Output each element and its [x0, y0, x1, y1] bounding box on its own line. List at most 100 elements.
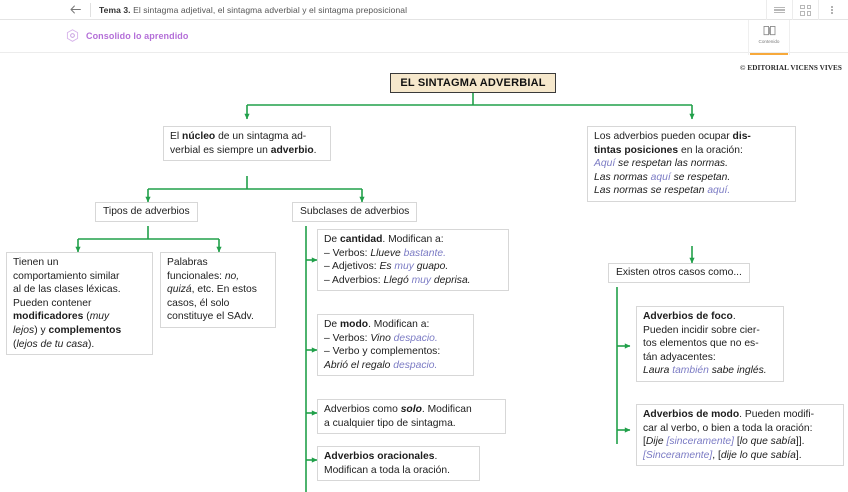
hexagon-target-icon: [66, 29, 79, 42]
highlight-text: despacio.: [393, 332, 438, 344]
plain-text: [: [643, 436, 646, 448]
text-line: Palabras: [167, 256, 269, 270]
text-line: car al verbo, o bien a toda la oración:: [643, 422, 837, 436]
plain-text: Los adverbios pueden ocupar: [594, 131, 733, 142]
text-line: Aquí se respetan las normas.: [594, 157, 789, 171]
page-title-prefix: Tema 3.: [99, 4, 131, 15]
highlight-text: aquí.: [707, 185, 731, 197]
plain-text: – Verbos:: [324, 332, 371, 344]
bold-text: complementos: [48, 324, 122, 336]
text-line: tintas posiciones en la oración:: [594, 144, 789, 158]
bold-text: dis-: [732, 131, 751, 142]
back-arrow-icon[interactable]: [62, 0, 88, 20]
italic-text: muy: [89, 311, 110, 323]
plain-text: El: [170, 131, 183, 142]
tab-contenido[interactable]: Contenido: [748, 20, 790, 55]
plain-text: Palabras: [167, 257, 208, 268]
open-book-icon: [763, 26, 775, 36]
bold-text: cantidad: [340, 234, 383, 245]
plain-text: [: [734, 436, 740, 448]
node-adverbios-de-modo: Adverbios de modo. Pueden modifi-car al …: [636, 404, 844, 467]
plain-text: constituye el SAdv.: [167, 311, 254, 323]
grid-view-icon[interactable]: [792, 0, 818, 20]
text-line: – Verbos: Vino despacio.: [324, 332, 467, 346]
section-title: Consolido lo aprendido: [86, 31, 189, 41]
plain-text: . Modifican a:: [382, 234, 444, 245]
node-subclase-modo: De modo. Modifican a:– Verbos: Vino desp…: [317, 314, 474, 377]
plain-text: comportamiento similar: [13, 270, 120, 282]
text-line: lejos) y complementos: [13, 324, 146, 338]
bold-text: Adverbios oracionales: [324, 451, 435, 462]
plain-text: , etc. En estos: [191, 284, 257, 296]
plain-text: Modifican a toda la oración.: [324, 464, 450, 476]
bold-text: modo: [340, 319, 369, 330]
text-line: (lejos de tu casa).: [13, 338, 146, 352]
plain-text: . Modifican: [421, 404, 472, 415]
plain-text: funcionales:: [167, 270, 225, 282]
italic-text: Vino: [370, 332, 394, 344]
bold-text: tintas posiciones: [594, 144, 679, 156]
text-line: Las normas se respetan aquí.: [594, 184, 789, 198]
italic-text: dije lo que sabía: [720, 449, 796, 461]
bold-text: Adverbios de foco: [643, 311, 733, 322]
text-line: [Dije [sinceramente] [lo que sabía]].: [643, 435, 837, 449]
highlight-text: muy: [411, 274, 432, 286]
italic-text: lejos de tu casa: [16, 338, 88, 350]
plain-text: ).: [88, 338, 95, 350]
text-line: verbial es siempre un adverbio.: [170, 144, 324, 158]
text-line: tán adyacentes:: [643, 351, 777, 365]
node-subclases-de-adverbios: Subclases de adverbios: [292, 202, 418, 222]
plain-text: Pueden contener: [13, 297, 92, 309]
plain-text: a cualquier tipo de sintagma.: [324, 417, 456, 429]
text-line: De cantidad. Modifican a:: [324, 233, 502, 247]
list-view-icon[interactable]: [766, 0, 792, 20]
italic-text: lejos: [13, 324, 35, 336]
highlight-text: Aquí: [594, 158, 616, 170]
node-subclase-oracionales: Adverbios oracionales.Modifican a toda l…: [317, 446, 480, 482]
italic-text: Llegó: [383, 274, 412, 286]
text-line: Adverbios oracionales.: [324, 450, 473, 464]
italic-text: Es: [379, 261, 395, 273]
plain-text: .: [732, 311, 736, 322]
italic-text: Las normas se respetan: [594, 185, 708, 197]
bold-text: Adverbios de modo: [643, 409, 740, 420]
section-label: Consolido lo aprendido: [66, 29, 188, 43]
text-line: [Sinceramente], [dije lo que sabía].: [643, 449, 837, 463]
highlight-text: muy: [394, 261, 414, 273]
plain-text: casos, él solo: [167, 297, 230, 309]
more-options-icon[interactable]: [818, 0, 844, 20]
italic-text: Las normas: [594, 171, 651, 183]
plain-text: Adverbios como: [324, 404, 401, 415]
plain-text: . Modifican a:: [368, 319, 430, 330]
node-nucleo: El núcleo de un sintagma ad-verbial es s…: [163, 126, 331, 162]
node-existen-otros-casos: Existen otros casos como...: [608, 263, 750, 283]
section-bar: Consolido lo aprendido: [0, 20, 848, 53]
plain-text: , [: [712, 449, 721, 461]
plain-text: ].: [795, 449, 802, 461]
node-tipos-de-adverbios: Tipos de adverbios: [95, 202, 198, 222]
highlight-text: aquí: [650, 171, 671, 183]
italic-text: quizá: [167, 284, 192, 296]
plain-text: (: [13, 338, 17, 350]
text-line: funcionales: no,: [167, 270, 269, 284]
plain-text: .: [434, 451, 438, 462]
bold-text: modificadores: [13, 311, 84, 323]
text-line: al de las clases léxicas.: [13, 283, 146, 297]
plain-text: . Pueden modifi-: [739, 409, 815, 420]
plain-text: en la oración:: [678, 144, 743, 156]
text-line: Los adverbios pueden ocupar dis-: [594, 130, 789, 144]
text-line: a cualquier tipo de sintagma.: [324, 417, 499, 431]
italic-text: sabe inglés.: [708, 365, 767, 377]
highlight-text: despacio.: [393, 359, 438, 371]
plain-text: ) y: [34, 324, 49, 336]
plain-text: al de las clases léxicas.: [13, 284, 121, 296]
highlight-text: también: [672, 365, 709, 377]
node-tipos-box-1: Tienen un comportamiento similar al de las…: [6, 252, 153, 356]
text-line: Las normas aquí se respetan.: [594, 171, 789, 185]
highlight-text: [sinceramente]: [666, 436, 735, 448]
text-line: constituye el SAdv.: [167, 310, 269, 324]
plain-text: Tienen un: [13, 257, 59, 268]
text-line: comportamiento similar: [13, 270, 146, 284]
text-line: tos elementos que no es-: [643, 337, 777, 351]
